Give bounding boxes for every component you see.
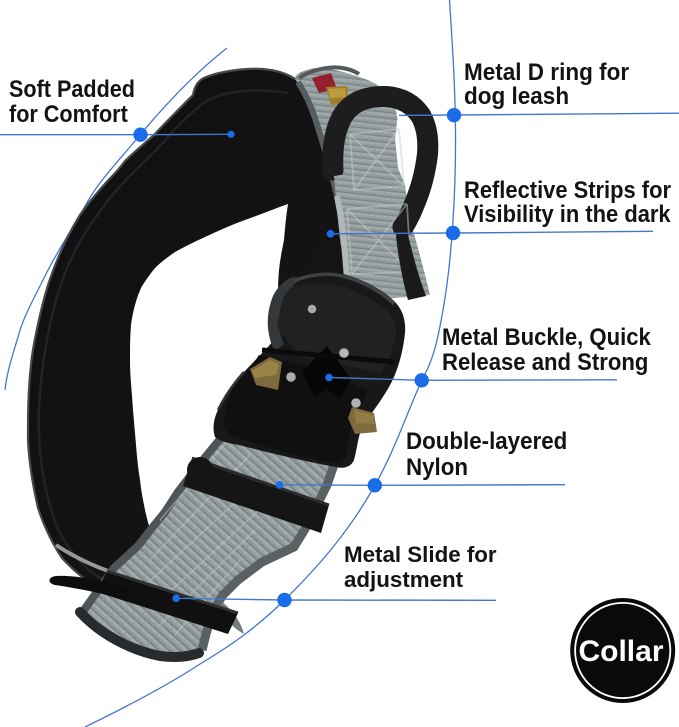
svg-text:Collar: Collar: [578, 635, 663, 668]
